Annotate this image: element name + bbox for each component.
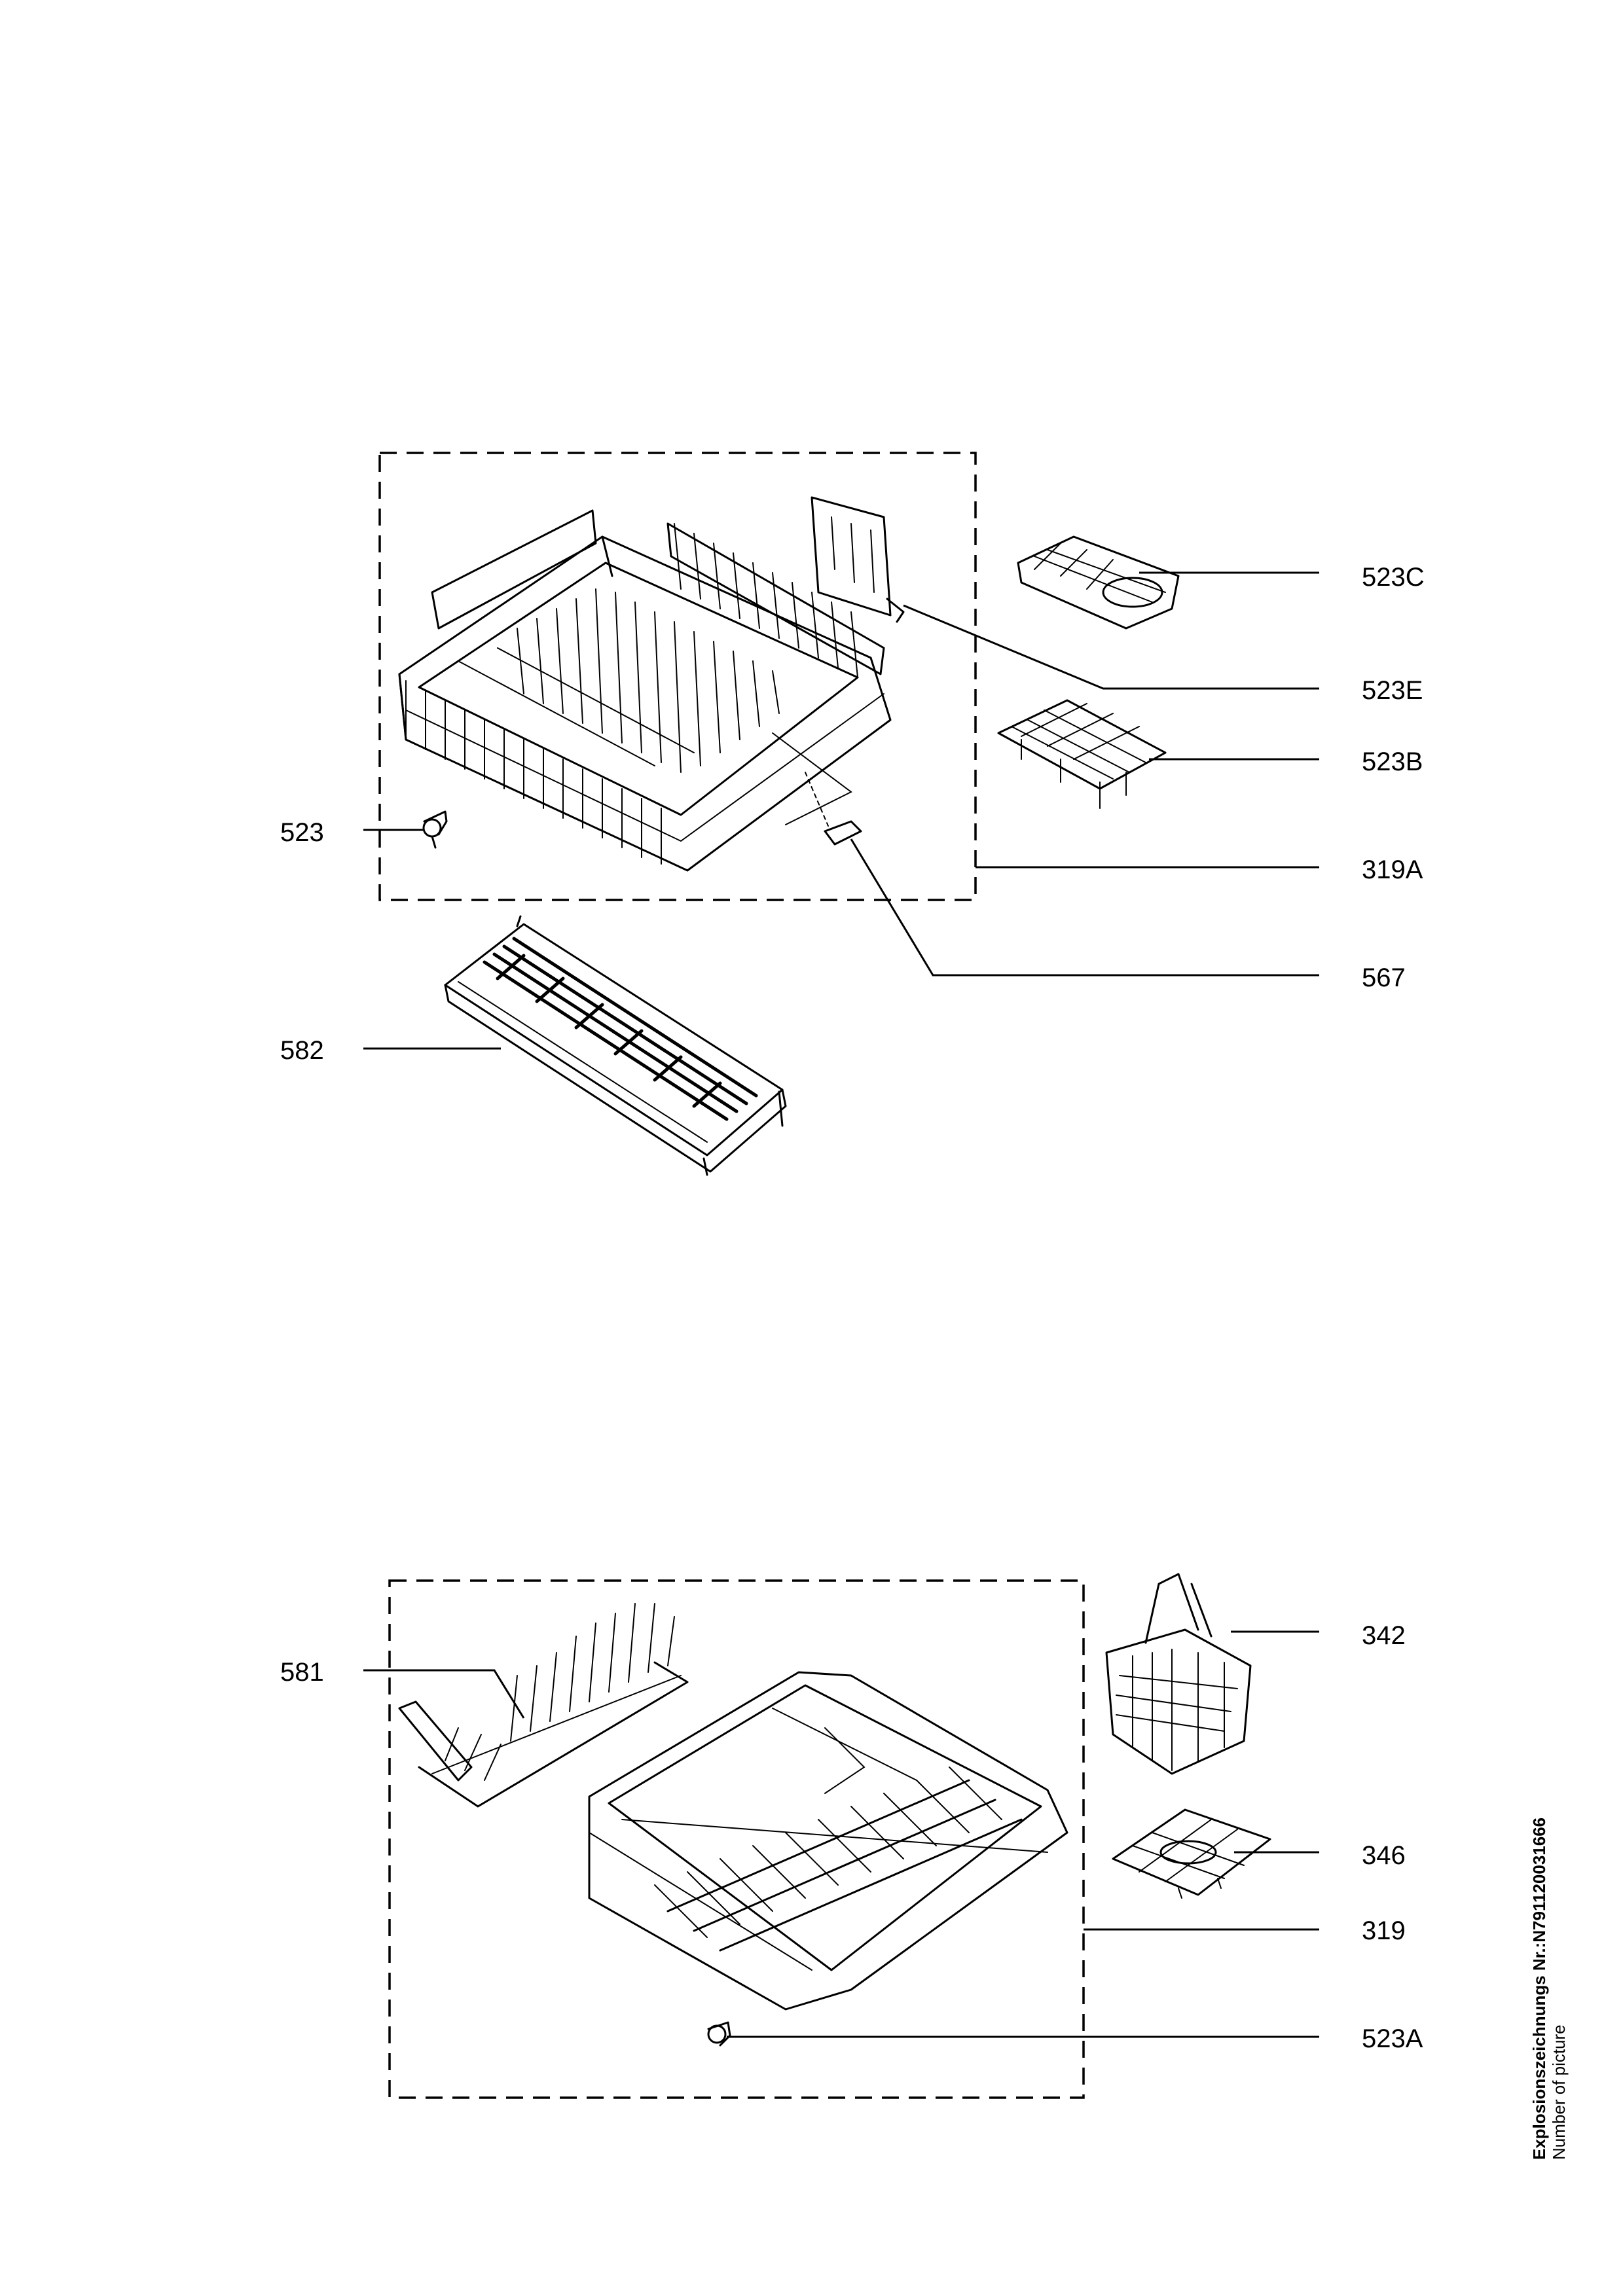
drawing-number-subtitle: Number of picture	[1549, 2024, 1569, 2160]
label-567: 567	[1362, 963, 1406, 992]
drawing-number-title: Explosionszeichnungs Nr.:N791120031666	[1529, 1818, 1549, 2160]
part-523E-drawing	[811, 496, 905, 623]
part-581-drawing	[398, 1603, 689, 1808]
part-582-drawing	[444, 915, 787, 1176]
part-567-drawing	[805, 772, 862, 846]
part-342-drawing	[1105, 1573, 1252, 1775]
lower-leader-lines	[363, 1630, 1319, 2038]
label-319: 319	[1362, 1916, 1406, 1945]
label-582: 582	[280, 1036, 324, 1065]
label-581: 581	[280, 1658, 324, 1687]
lower-basket-assembly-frame	[388, 1579, 1085, 2099]
label-523E: 523E	[1362, 676, 1423, 705]
label-523B: 523B	[1362, 747, 1423, 776]
part-523C-drawing	[1017, 535, 1180, 630]
part-523B-drawing	[997, 699, 1167, 809]
part-523-drawing	[422, 810, 448, 849]
drawing-number-block: Explosionszeichnungs Nr.:N791120031666 N…	[1529, 1818, 1569, 2160]
lower-basket-drawing	[588, 1671, 1068, 2011]
upper-basket-drawing	[398, 509, 892, 872]
upper-leader-lines	[363, 571, 1319, 1050]
upper-basket-assembly-frame	[378, 452, 977, 901]
label-319A: 319A	[1362, 855, 1423, 884]
label-342: 342	[1362, 1621, 1406, 1650]
label-523C: 523C	[1362, 563, 1425, 592]
part-523A-drawing	[707, 2021, 731, 2047]
label-523A: 523A	[1362, 2024, 1423, 2053]
label-346: 346	[1362, 1841, 1406, 1870]
label-523: 523	[280, 818, 324, 847]
part-346-drawing	[1112, 1808, 1271, 1899]
